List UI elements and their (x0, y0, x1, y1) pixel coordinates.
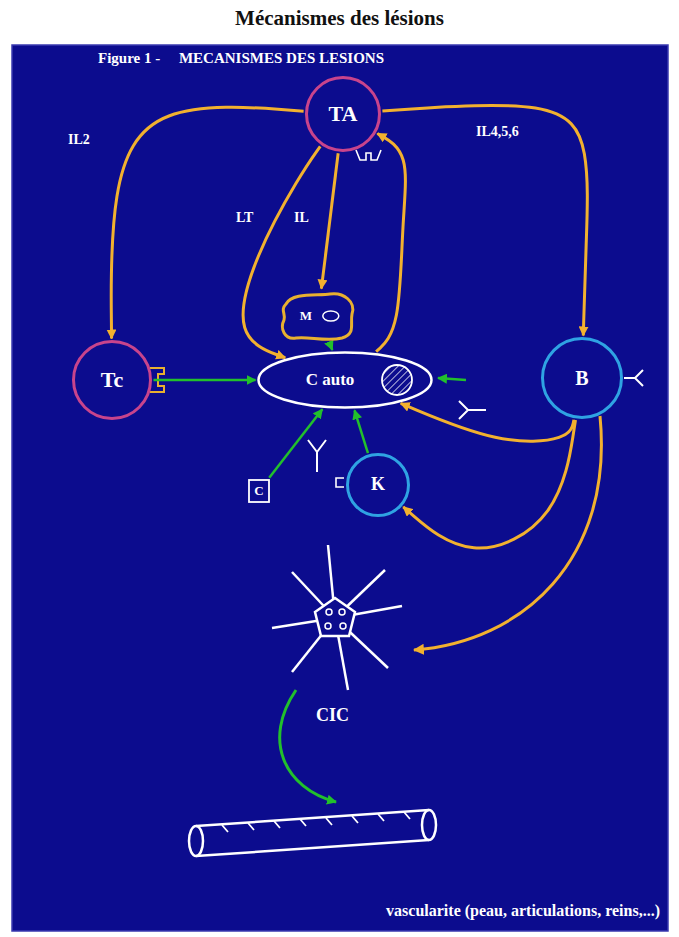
figure-panel (12, 45, 668, 931)
arrow-connector (401, 403, 574, 441)
tcr-receptor (356, 150, 381, 160)
arrow-connector (154, 379, 256, 382)
vessel (189, 810, 436, 856)
b-cell: B (541, 337, 623, 419)
cell-membrane (543, 339, 622, 418)
complex-antigen (339, 609, 345, 615)
vessel-end (189, 826, 203, 856)
helper-t-cell: TA (305, 76, 381, 152)
macrophage: M (278, 290, 358, 342)
complex-antigen (340, 623, 346, 629)
cell-label: K (371, 475, 385, 495)
cell-label: C (254, 484, 263, 498)
cytotoxic-t-cell: Tc (72, 340, 152, 420)
complex-core (315, 598, 355, 636)
cell-membrane (259, 353, 432, 408)
complement-outline (249, 480, 269, 502)
arrow-connector (355, 410, 368, 453)
cytokine-label: IL2 (66, 132, 92, 147)
arrow-connector (329, 342, 332, 349)
cell-label: Tc (101, 368, 123, 392)
cell-label: M (300, 309, 312, 323)
fc-receptor (336, 478, 344, 487)
page-title: Mécanismes des lésions (0, 6, 679, 31)
b-receptor (624, 370, 643, 386)
cell-label: TA (329, 102, 358, 126)
arrow-connector (403, 420, 575, 548)
antibody-arrow (414, 416, 601, 650)
antibody (308, 440, 326, 472)
antibody (459, 401, 486, 419)
target-cell: C auto (257, 351, 433, 409)
complex-antigen (326, 609, 332, 615)
arrow-connector (269, 409, 322, 478)
complex-antigen (325, 623, 331, 629)
cell-membrane (74, 342, 151, 419)
vessel-wall (196, 840, 429, 856)
vessel-end (422, 810, 436, 840)
arrow-connector (321, 153, 338, 288)
killer-cell: K (346, 453, 410, 517)
arrow-connector (376, 133, 405, 351)
arrow-connector (382, 105, 587, 335)
macrophage-outline (278, 290, 358, 342)
effector-arrow (438, 378, 466, 380)
cell-nucleus (323, 311, 339, 321)
macrophage-membrane (283, 294, 353, 340)
complement-box: C (248, 479, 270, 503)
cell-label: B (575, 367, 588, 389)
cell-membrane (307, 78, 380, 151)
cytokine-label: IL (292, 210, 311, 225)
vessel-deposit (222, 812, 410, 832)
figure-heading: Figure 1 - MECANISMES DES LESIONS (98, 50, 384, 67)
vessel-wall (196, 810, 429, 826)
outcome-note: vascularite (peau, articulations, reins,… (386, 902, 660, 920)
complex-label: CIC (316, 706, 349, 726)
cell-nucleus (382, 365, 412, 395)
cytokine-label: IL4,5,6 (474, 124, 521, 139)
immune-complex (272, 545, 402, 690)
cell-membrane (348, 455, 409, 516)
cytokine-label: LT (234, 210, 255, 225)
cell-label: C auto (306, 371, 355, 390)
